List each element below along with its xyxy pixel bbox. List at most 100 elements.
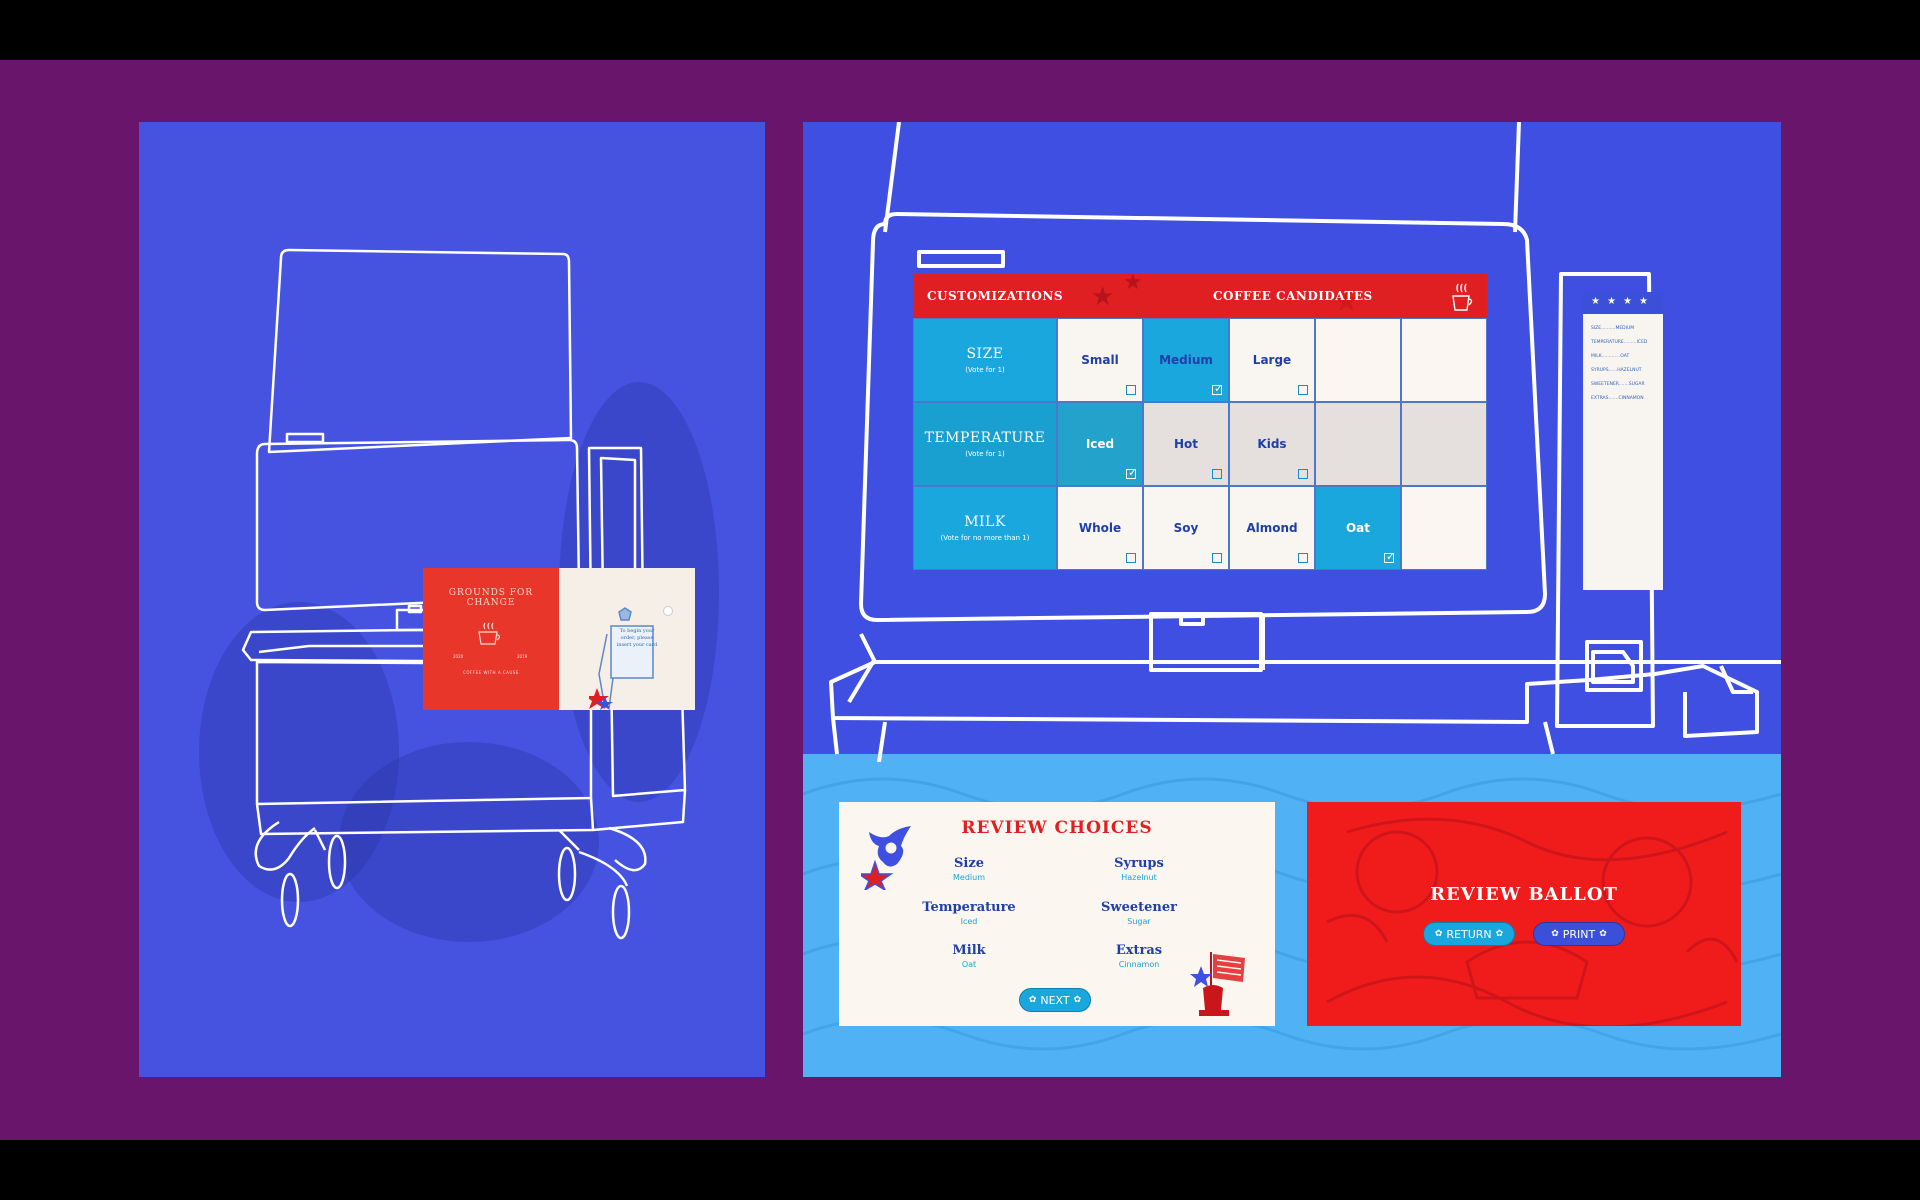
empty-cell <box>1401 402 1487 486</box>
next-label: NEXT <box>1040 993 1070 1007</box>
review-value: Cinnamon <box>1118 960 1160 969</box>
review-item-size: Size Medium <box>909 856 1029 882</box>
empty-cell <box>1315 402 1401 486</box>
review-item-extras: Extras Cinnamon <box>1079 943 1199 969</box>
star-icon: ★ <box>1333 284 1360 318</box>
option-label: Soy <box>1173 521 1199 535</box>
size-category: SIZE (Vote for 1) <box>913 318 1057 402</box>
checkbox <box>1212 553 1222 563</box>
next-button[interactable]: ✿ NEXT ✿ <box>1019 988 1091 1012</box>
option-label: Hot <box>1173 437 1199 451</box>
star-icon: ★ <box>1123 274 1143 295</box>
print-label: PRINT <box>1562 927 1596 941</box>
review-value: Sugar <box>1127 917 1151 926</box>
receipt-line: EXTRAS.......CINNAMON <box>1591 396 1644 401</box>
empty-cell <box>1401 486 1487 570</box>
engraving-texture <box>1326 817 1739 1026</box>
review-value: Medium <box>953 873 985 882</box>
receipt-line: TEMPERATURE.........ICED <box>1591 340 1648 345</box>
option-label: Iced <box>1085 437 1115 451</box>
review-label: Size <box>954 856 984 871</box>
star-outline-icon: ✿ <box>1495 929 1504 939</box>
review-label: Temperature <box>922 900 1016 915</box>
review-item-milk: Milk Oat <box>909 943 1029 969</box>
check-icon: ✓ <box>1386 550 1396 563</box>
star-icon: ★ <box>1639 296 1648 307</box>
checkbox <box>1298 553 1308 563</box>
review-ballot-card: REVIEW BALLOT ✿ RETURN ✿ ✿ PRINT ✿ <box>1307 802 1741 1026</box>
checkbox <box>1126 553 1136 563</box>
checkbox <box>1212 469 1222 479</box>
ballot-header: ★ ★ ★ CUSTOMIZATIONS COFFEE CANDIDATES <box>913 274 1487 318</box>
return-button[interactable]: ✿ RETURN ✿ <box>1423 922 1515 946</box>
option-almond[interactable]: Almond <box>1229 486 1315 570</box>
checkbox <box>1126 385 1136 395</box>
option-whole[interactable]: Whole <box>1057 486 1143 570</box>
category-name: MILK <box>964 514 1006 530</box>
option-hot[interactable]: Hot <box>1143 402 1229 486</box>
coffee-cup-icon <box>1452 283 1473 311</box>
review-label: Syrups <box>1114 856 1164 871</box>
review-label: Extras <box>1115 943 1163 958</box>
review-label: Milk <box>952 943 986 958</box>
review-value: Hazelnut <box>1121 873 1157 882</box>
return-label: RETURN <box>1446 927 1492 941</box>
eagle-star-icon <box>861 826 911 890</box>
category-rule: (Vote for no more than 1) <box>940 534 1030 542</box>
review-value: Iced <box>960 917 978 926</box>
option-label: Medium <box>1159 353 1213 367</box>
option-medium[interactable]: Medium ✓ <box>1143 318 1229 402</box>
review-value: Oat <box>961 960 977 969</box>
category-rule: (Vote for 1) <box>965 450 1005 458</box>
option-kids[interactable]: Kids <box>1229 402 1315 486</box>
empty-cell <box>1315 318 1401 402</box>
star-icon: ★ <box>1623 296 1632 307</box>
year-left: 2020 <box>453 654 464 659</box>
star-icon: ★ <box>1091 282 1115 312</box>
coffee-cup-icon <box>478 622 501 645</box>
year-right: 2019 <box>517 654 528 659</box>
option-soy[interactable]: Soy <box>1143 486 1229 570</box>
receipt-line: MILK.............OAT <box>1591 354 1630 359</box>
letterbox-top <box>0 0 1920 60</box>
kiosk-closeup-outline <box>829 122 1781 762</box>
kiosk-welcome-screen: GROUNDS FOR CHANGE 2020 2019 COFFEE WITH… <box>423 568 695 710</box>
option-oat[interactable]: Oat ✓ <box>1315 486 1401 570</box>
insert-card-instructions: To begin your order, please insert your … <box>616 628 658 648</box>
receipt-line: SIZE..........MEDIUM <box>1591 326 1635 331</box>
option-label: Oat <box>1345 521 1371 535</box>
checkbox: ✓ <box>1384 550 1396 563</box>
star-outline-icon: ✿ <box>1551 929 1559 939</box>
brand-title: GROUNDS FOR CHANGE <box>448 588 534 608</box>
check-icon: ✓ <box>1214 382 1224 395</box>
check-icon: ✓ <box>1128 466 1138 479</box>
star-outline-icon: ✿ <box>1599 929 1607 939</box>
category-name: SIZE <box>966 346 1004 362</box>
letterbox-bottom <box>0 1140 1920 1200</box>
option-large[interactable]: Large <box>1229 318 1315 402</box>
option-label: Kids <box>1257 437 1287 451</box>
option-small[interactable]: Small <box>1057 318 1143 402</box>
empty-cell <box>1401 318 1487 402</box>
review-item-temperature: Temperature Iced <box>909 900 1029 926</box>
category-name: TEMPERATURE <box>924 430 1046 446</box>
review-item-sweetener: Sweetener Sugar <box>1079 900 1199 926</box>
crowd-shadow <box>339 742 599 942</box>
option-label: Almond <box>1246 521 1298 535</box>
review-ballot-title: REVIEW BALLOT <box>1430 884 1618 905</box>
option-label: Large <box>1252 353 1292 367</box>
ballot-grid: SIZE (Vote for 1) Small Medium ✓ Large <box>913 318 1487 570</box>
patriot-figure-icon <box>589 607 654 710</box>
printed-receipt: ★ ★ ★ ★ SIZE..........MEDIUM TEMPERATURE… <box>1583 292 1663 590</box>
milk-category: MILK (Vote for no more than 1) <box>913 486 1057 570</box>
temperature-category: TEMPERATURE (Vote for 1) <box>913 402 1057 486</box>
category-rule: (Vote for 1) <box>965 366 1005 374</box>
brand-tagline: COFFEE WITH A CAUSE <box>463 670 519 675</box>
review-choices-title: REVIEW CHOICES <box>961 818 1153 838</box>
print-button[interactable]: ✿ PRINT ✿ <box>1533 922 1625 946</box>
option-iced[interactable]: Iced ✓ <box>1057 402 1143 486</box>
checkbox: ✓ <box>1212 382 1224 395</box>
checkbox: ✓ <box>1126 466 1138 479</box>
option-label: Whole <box>1078 521 1122 535</box>
